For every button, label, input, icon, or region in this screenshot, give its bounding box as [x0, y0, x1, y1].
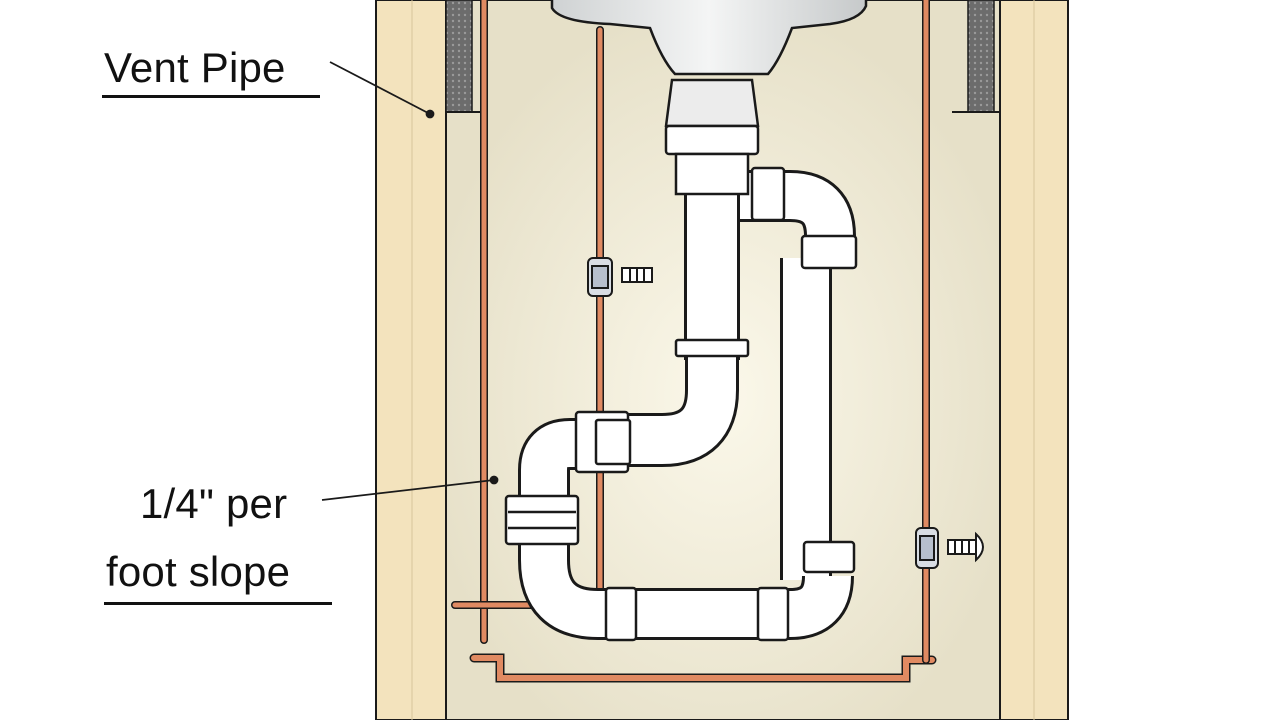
right-shutoff-valve	[915, 527, 984, 569]
right-coupling-bottom	[802, 540, 856, 574]
tee-fitting	[750, 166, 786, 222]
right-insulation	[967, 0, 995, 113]
sink-basin	[550, 0, 868, 128]
tailpiece-nut	[664, 124, 760, 156]
vent-pipe-label: Vent Pipe	[104, 44, 286, 91]
bottom-coupling-left	[604, 586, 638, 642]
right-coupling-top	[800, 234, 858, 270]
leader-lines	[321, 61, 499, 501]
slip-nut	[674, 338, 750, 358]
slope-label-underline	[104, 602, 332, 605]
bottom-coupling-right	[756, 586, 790, 642]
vent-pipe-underline	[102, 95, 320, 98]
left-insulation	[445, 0, 473, 113]
slope-label-line2: foot slope	[106, 548, 291, 595]
pvc-drain-assembly	[504, 124, 858, 642]
slope-label-line1: 1/4" per	[140, 480, 288, 527]
left-coupling	[504, 494, 580, 546]
left-shutoff-valve	[587, 257, 653, 297]
left-stud	[375, 0, 447, 720]
